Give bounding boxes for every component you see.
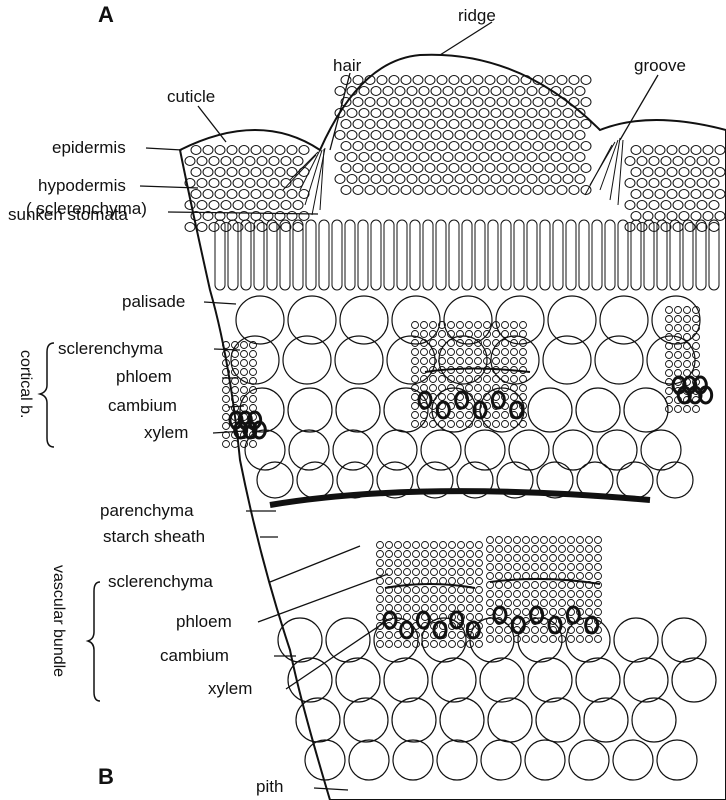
- label-parenchyma: parenchyma: [100, 501, 194, 520]
- label-vascular-phloem: phloem: [176, 612, 232, 631]
- brace-marks: [40, 343, 100, 701]
- cell: [185, 223, 195, 232]
- cell: [569, 98, 579, 107]
- group-label-vascular: vascular bundle: [50, 565, 67, 677]
- label-cortical-xylem: xylem: [144, 423, 188, 442]
- label-cortical-phloem: phloem: [116, 367, 172, 386]
- leader-epidermis: [146, 148, 182, 150]
- label-vascular-sclerenchyma: sclerenchyma: [108, 572, 213, 591]
- leader-ridge: [440, 22, 492, 55]
- label-cortical-sclerenchyma: sclerenchyma: [58, 339, 163, 358]
- cell: [545, 76, 555, 85]
- cell: [353, 76, 363, 85]
- cell: [223, 396, 230, 403]
- group-label-cortical: cortical b.: [17, 350, 34, 418]
- cell: [563, 87, 573, 96]
- label-palisade: palisade: [122, 292, 185, 311]
- label-vascular-cambium: cambium: [160, 646, 229, 665]
- tissue-drawing: [180, 55, 726, 800]
- cortical-brace: [40, 343, 54, 447]
- label-cuticle: cuticle: [167, 87, 215, 106]
- label-hair: hair: [333, 56, 362, 75]
- label-starch-sheath: starch sheath: [103, 527, 205, 546]
- cell: [223, 387, 230, 394]
- cell: [335, 87, 345, 96]
- cell: [581, 98, 591, 107]
- label-hypodermis: hypodermis: [38, 176, 126, 195]
- label-groove: groove: [634, 56, 686, 75]
- panel-letter-a: A: [98, 2, 114, 27]
- label-cortical-cambium: cambium: [108, 396, 177, 415]
- label-epidermis: epidermis: [52, 138, 126, 157]
- cell: [223, 423, 230, 430]
- label-ridge: ridge: [458, 6, 496, 25]
- label-sunken-stomata: sunken stomata: [8, 205, 129, 224]
- cell: [557, 76, 567, 85]
- label-vascular-xylem: xylem: [208, 679, 252, 698]
- label-pith: pith: [256, 777, 283, 796]
- cell: [223, 441, 230, 448]
- cell: [569, 76, 579, 85]
- cell: [223, 405, 230, 412]
- cell: [223, 414, 230, 421]
- cell: [575, 87, 585, 96]
- cell: [581, 76, 591, 85]
- vascular-brace: [88, 582, 100, 701]
- panel-letter-b: B: [98, 764, 114, 789]
